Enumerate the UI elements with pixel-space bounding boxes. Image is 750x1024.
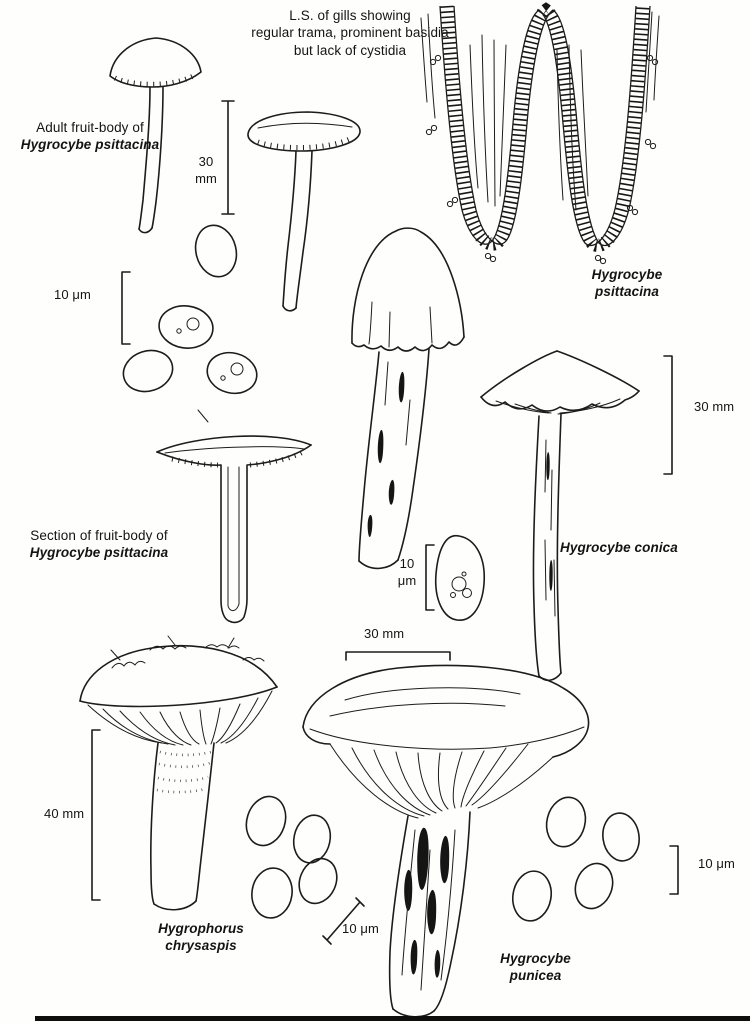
scale-bracket-40mm [91,729,101,901]
scale-label-10um-bottom: 10 μm [342,921,379,936]
conica-species-label: Hygrocybe conica [560,540,678,555]
scale-label-30mm-right: 30 mm [694,399,735,414]
gills-heading-line2: regular trama, prominent basidia [251,25,449,41]
scale-bracket-10um-right [669,845,679,895]
psittacina-spores [122,224,258,423]
gills-species-line1: Hygrocybe [591,267,663,282]
scale-bar-30mm-top [221,100,235,215]
section-caption-prefix: Section of fruit-body of [30,528,168,543]
gill-section-drawing [420,2,660,265]
adult-caption-species: Hygrocybe psittacina [20,137,160,153]
scale-label-30mm-top: 30 mm [195,154,217,186]
scale-bar-10um-diagonal [322,897,365,945]
conica-fruitbody [480,350,640,682]
chrysaspis-spores [245,795,338,919]
chrysaspis-line2: chrysaspis [165,938,237,954]
gills-species-label: Hygrocybe psittacina [572,266,682,301]
scale-bracket-10um-left [121,271,131,345]
chrysaspis-species-label: Hygrophorus chrysaspis [136,920,266,955]
gills-heading: L.S. of gills showing regular trama, pro… [250,7,450,59]
chrysaspis-fruitbody [79,635,278,911]
gills-heading-line1: L.S. of gills showing [289,8,411,23]
adult-caption-prefix: Adult fruit-body of [36,120,144,135]
punicea-spores [511,796,640,922]
scale-label-10um-right: 10 μm [698,856,735,871]
scale-bracket-10um-centre [425,544,435,611]
psittacina-fruitbody-2 [247,111,361,312]
gills-heading-line3: but lack of cystidia [293,42,407,58]
punicea-line1: Hygrocybe [500,951,571,966]
centre-spore [434,535,486,621]
punicea-line2: punicea [509,968,562,984]
centre-fruitbody [351,227,465,570]
scale-label-30mm-bottom: 30 mm [364,626,405,641]
punicea-fruitbody [302,664,590,1018]
page-edge-artifact [35,1016,750,1021]
section-caption-species: Hygrocybe psittacina [29,545,169,561]
punicea-species-label: Hygrocybe punicea [478,950,593,985]
scale-bracket-30mm-bottom [345,651,451,661]
gills-species-line2: psittacina [594,284,660,300]
psittacina-fruitbody-1 [109,37,202,234]
adult-fruitbody-caption: Adult fruit-body of Hygrocybe psittacina [6,119,174,154]
scale-bracket-30mm-right [663,355,673,475]
scale-label-10um-centre: 10 μm [397,556,417,588]
chrysaspis-line1: Hygrophorus [158,921,244,936]
section-caption: Section of fruit-body of Hygrocybe psitt… [6,527,192,562]
scale-label-40mm: 40 mm [44,806,85,821]
scale-label-10um-left: 10 μm [54,287,91,302]
psittacina-section-drawing [156,435,312,624]
basidia-cluster-icons [425,54,659,265]
